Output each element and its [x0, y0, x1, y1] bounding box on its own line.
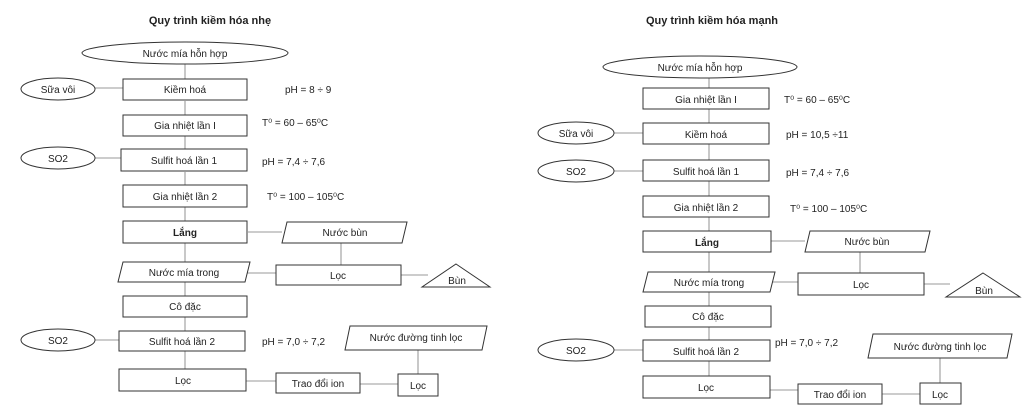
right-step-filter-final: Lọc [642, 375, 771, 399]
left-step-clear-juice-label: Nước mía trong [149, 268, 220, 279]
right-step-refined-syrup-label: Nước đường tinh lọc [894, 342, 987, 353]
left-step-mud-label: Bùn [448, 276, 466, 287]
left-cond-sulfit2: pH = 7,0 ÷ 7,2 [262, 337, 325, 348]
left-step-filter-mud-label: Lọc [330, 271, 346, 282]
left-feed-label: Nước mía hỗn hợp [143, 47, 228, 60]
right-step-mud-water: Nước bùn [804, 230, 931, 253]
right-step-ion-exchange-label: Trao đổi ion [814, 389, 866, 401]
right-title: Quy trình kiềm hóa mạnh [646, 15, 778, 27]
left-step-concentrate-label: Cô đặc [169, 302, 201, 313]
left-so2-a: SO2 [20, 146, 96, 170]
right-cond-heat2: T⁰ = 100 – 105⁰C [790, 204, 867, 215]
left-step-settling-label: Lắng [173, 226, 197, 239]
left-step-filter-ion-label: Lọc [410, 381, 426, 392]
left-step-refined-syrup-label: Nước đường tinh lọc [370, 333, 463, 344]
left-cond-sulfit1: pH = 7,4 ÷ 7,6 [262, 157, 325, 168]
right-step-ion-exchange: Trao đổi ion [797, 383, 883, 405]
right-step-mud-label: Bùn [975, 286, 993, 297]
left-step-refined-syrup: Nước đường tinh lọc [344, 325, 488, 351]
left-cond-liming: pH = 8 ÷ 9 [285, 85, 332, 96]
right-milk-of-lime: Sữa vôi [537, 121, 615, 145]
right-so2-b-label: SO2 [566, 346, 586, 357]
left-step-mud-water: Nước bùn [281, 221, 408, 244]
right-step-sulfit2: Sulfit hoá lần 2 [642, 339, 771, 362]
left-feed: Nước mía hỗn hợp [81, 41, 289, 65]
right-step-liming: Kiềm hoá [642, 122, 770, 145]
right-step-filter-final-label: Lọc [698, 383, 714, 394]
left-step-heat2-label: Gia nhiệt lần 2 [153, 191, 218, 203]
left-step-filter-final: Lọc [118, 368, 247, 392]
right-step-filter-mud: Lọc [797, 272, 925, 296]
right-feed: Nước mía hỗn hợp [602, 55, 798, 79]
left-step-clear-juice: Nước mía trong [117, 261, 251, 283]
left-step-filter-ion: Lọc [397, 373, 439, 397]
left-step-concentrate: Cô đặc [122, 295, 248, 318]
right-cond-heat1: T⁰ = 60 – 65⁰C [784, 95, 850, 106]
right-feed-label: Nước mía hỗn hợp [658, 61, 743, 74]
right-step-clear-juice: Nước mía trong [642, 271, 776, 293]
left-cond-heat1: T⁰ = 60 – 65⁰C [262, 118, 328, 129]
right-step-filter-ion-label: Lọc [932, 390, 948, 401]
left-step-filter-mud: Lọc [275, 264, 402, 286]
right-so2-b: SO2 [537, 338, 615, 362]
left-so2-b-label: SO2 [48, 336, 68, 347]
right-step-sulfit1-label: Sulfit hoá lần 1 [673, 166, 740, 178]
left-step-ion-exchange-label: Trao đổi ion [292, 378, 344, 390]
right-step-settling: Lắng [642, 230, 772, 253]
left-step-sulfit2-label: Sulfit hoá lần 2 [149, 336, 216, 348]
left-step-settling: Lắng [122, 220, 248, 244]
left-diagram: Quy trình kiềm hóa nhẹ Nước [20, 15, 492, 397]
right-step-filter-ion: Lọc [919, 382, 962, 405]
right-step-filter-mud-label: Lọc [853, 280, 869, 291]
left-so2-b: SO2 [20, 328, 96, 352]
right-cond-sulfit2: pH = 7,0 ÷ 7,2 [775, 338, 838, 349]
right-so2-a: SO2 [537, 159, 615, 183]
right-step-heat2-label: Gia nhiệt lần 2 [674, 202, 739, 214]
right-diagram: Quy trình kiềm hóa mạnh Nước mía hỗn [537, 15, 1022, 405]
left-milk-of-lime-label: Sữa vôi [41, 85, 76, 96]
right-step-concentrate-label: Cô đặc [692, 312, 724, 323]
left-step-mud-water-label: Nước bùn [323, 228, 368, 239]
right-step-refined-syrup: Nước đường tinh lọc [867, 333, 1013, 359]
left-step-sulfit2: Sulfit hoá lần 2 [118, 330, 246, 352]
right-step-heat1: Gia nhiệt lần I [642, 87, 770, 110]
left-step-sulfit1: Sulfit hoá lần 1 [120, 148, 248, 172]
right-step-concentrate: Cô đặc [644, 305, 772, 328]
left-step-heat1: Gia nhiệt lần I [122, 114, 248, 137]
left-so2-a-label: SO2 [48, 154, 68, 165]
right-step-sulfit1: Sulfit hoá lần 1 [642, 159, 770, 182]
left-step-mud: Bùn [420, 263, 492, 288]
left-step-liming-label: Kiềm hoá [164, 84, 207, 96]
right-step-liming-label: Kiềm hoá [685, 129, 728, 141]
right-so2-a-label: SO2 [566, 167, 586, 178]
right-step-heat1-label: Gia nhiệt lần I [675, 94, 737, 106]
right-cond-liming: pH = 10,5 ÷11 [786, 130, 849, 141]
right-milk-of-lime-label: Sữa vôi [559, 129, 594, 140]
left-title: Quy trình kiềm hóa nhẹ [149, 15, 271, 27]
right-step-mud: Bùn [944, 272, 1022, 298]
right-connectors [614, 78, 950, 395]
right-step-sulfit2-label: Sulfit hoá lần 2 [673, 346, 740, 358]
left-step-heat2: Gia nhiệt lần 2 [122, 184, 248, 208]
right-step-mud-water-label: Nước bùn [845, 237, 890, 248]
left-step-liming: Kiềm hoá [122, 78, 248, 101]
left-milk-of-lime: Sữa vôi [20, 77, 96, 101]
right-step-settling-label: Lắng [695, 236, 719, 249]
left-step-ion-exchange: Trao đổi ion [275, 372, 361, 394]
right-step-heat2: Gia nhiệt lần 2 [642, 195, 770, 218]
right-cond-sulfit1: pH = 7,4 ÷ 7,6 [786, 168, 849, 179]
left-step-filter-final-label: Lọc [175, 376, 191, 387]
left-cond-heat2: T⁰ = 100 – 105⁰C [267, 192, 344, 203]
left-connectors [95, 64, 428, 385]
left-step-sulfit1-label: Sulfit hoá lần 1 [151, 155, 218, 167]
right-step-clear-juice-label: Nước mía trong [674, 278, 745, 289]
left-step-heat1-label: Gia nhiệt lần I [154, 120, 216, 132]
